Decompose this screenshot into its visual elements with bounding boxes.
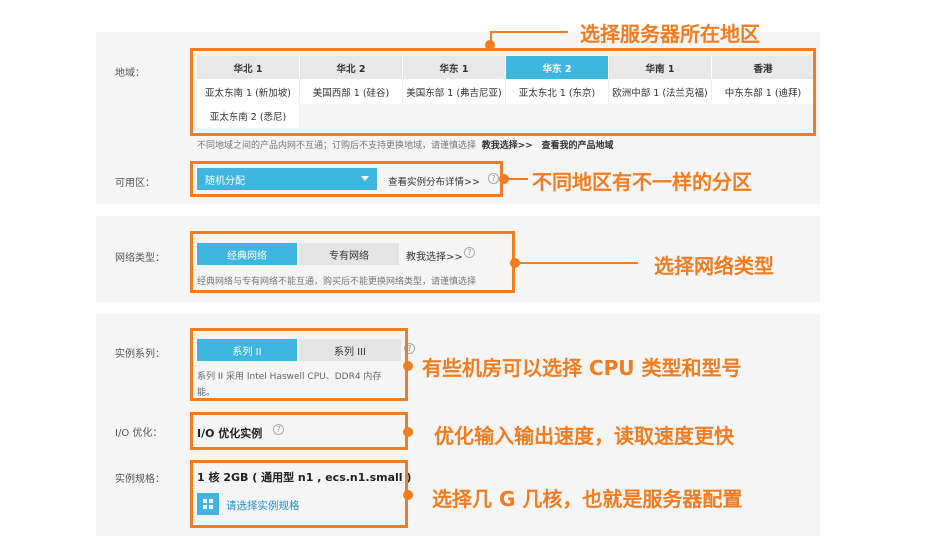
network-label: 网络类型：	[115, 253, 165, 264]
region-option[interactable]: 亚太东北 1 (东京)	[506, 80, 609, 104]
help-icon[interactable]: ?	[404, 343, 415, 354]
region-option-selected[interactable]: 华东 2	[506, 56, 609, 80]
callout-dot	[499, 174, 509, 184]
region-grid: 华北 1 华北 2 华东 1 华东 2 华南 1 香港 亚太东南 1 (新加坡)…	[197, 56, 815, 128]
region-option[interactable]: 亚太东南 2 (悉尼)	[197, 104, 300, 128]
spec-value: 1 核 2GB ( 通用型 n1 , ecs.n1.small )	[197, 471, 412, 484]
series-label: 实例系列：	[115, 349, 165, 360]
zone-highlight-box	[190, 161, 503, 197]
callout-leader	[508, 178, 528, 180]
region-option[interactable]: 香港	[712, 56, 815, 80]
callout-spec: 选择几 G 几核，也就是服务器配置	[432, 487, 743, 511]
chevron-down-icon	[361, 176, 369, 181]
grid-icon[interactable]	[197, 493, 219, 515]
region-highlight-box	[190, 48, 816, 136]
callout-network: 选择网络类型	[654, 254, 774, 278]
series-option-3[interactable]: 系列 III	[299, 339, 401, 361]
region-label: 地域：	[115, 68, 145, 79]
network-help-link[interactable]: 教我选择>>	[406, 252, 463, 263]
callout-dot	[510, 258, 520, 268]
region-option[interactable]: 美国东部 1 (弗吉尼亚)	[403, 80, 506, 104]
io-label: I/O 优化：	[115, 428, 163, 439]
series-note-line1: 系列 II 采用 Intel Haswell CPU、DDR4 内存	[197, 372, 382, 382]
series-highlight-box	[190, 328, 408, 401]
region-option[interactable]: 美国西部 1 (硅谷)	[300, 80, 403, 104]
callout-series: 有些机房可以选择 CPU 类型和型号	[422, 356, 742, 380]
region-row: 亚太东南 2 (悉尼)	[197, 104, 815, 128]
region-help-link[interactable]: 教我选择>>	[481, 141, 533, 151]
callout-zone: 不同地区有不一样的分区	[532, 170, 752, 194]
zone-select-value: 随机分配	[205, 175, 245, 187]
series-note-line2: 能。	[197, 388, 216, 398]
region-note: 不同地域之间的产品内网不互通；订购后不支持更换地域，请谨慎选择 教我选择>> 查…	[197, 138, 613, 151]
callout-dot	[403, 361, 413, 371]
region-option[interactable]: 华北 2	[300, 56, 403, 80]
region-option[interactable]: 华东 1	[403, 56, 506, 80]
network-highlight-box	[190, 231, 515, 293]
series-option-2[interactable]: 系列 II	[197, 339, 297, 361]
callout-io: 优化输入输出速度，读取速度更快	[434, 424, 734, 448]
spec-label: 实例规格：	[115, 474, 165, 485]
callout-leader	[490, 31, 492, 45]
io-optimized-option[interactable]: I/O 优化实例	[197, 427, 263, 440]
region-note-text: 不同地域之间的产品内网不互通；订购后不支持更换地域，请谨慎选择	[197, 141, 477, 151]
region-row: 华北 1 华北 2 华东 1 华东 2 华南 1 香港	[197, 56, 815, 80]
callout-dot	[403, 427, 413, 437]
zone-details-link[interactable]: 查看实例分布详情>>	[388, 177, 480, 188]
region-option[interactable]: 亚太东南 1 (新加坡)	[197, 80, 300, 104]
help-icon[interactable]: ?	[488, 173, 499, 184]
help-icon[interactable]: ?	[464, 247, 475, 258]
zone-select[interactable]: 随机分配	[197, 168, 377, 190]
region-row: 亚太东南 1 (新加坡) 美国西部 1 (硅谷) 美国东部 1 (弗吉尼亚) 亚…	[197, 80, 815, 104]
callout-leader	[490, 31, 568, 33]
choose-spec-link[interactable]: 请选择实例规格	[226, 500, 300, 512]
callout-leader	[520, 262, 638, 264]
callout-region: 选择服务器所在地区	[580, 22, 760, 46]
io-highlight-box	[190, 412, 408, 450]
region-option[interactable]: 欧洲中部 1 (法兰克福)	[609, 80, 712, 104]
network-note: 经典网络与专有网络不能互通，购买后不能更换网络类型，请谨慎选择	[197, 277, 477, 287]
network-option-vpc[interactable]: 专有网络	[299, 243, 399, 265]
region-option[interactable]: 华南 1	[609, 56, 712, 80]
callout-dot	[485, 40, 495, 50]
zone-label: 可用区：	[115, 178, 155, 189]
spec-highlight-box	[190, 460, 408, 528]
callout-dot	[403, 490, 413, 500]
my-regions-link[interactable]: 查看我的产品地域	[541, 141, 614, 151]
region-option[interactable]: 华北 1	[197, 56, 300, 80]
network-option-classic[interactable]: 经典网络	[197, 243, 297, 265]
help-icon[interactable]: ?	[273, 424, 284, 435]
